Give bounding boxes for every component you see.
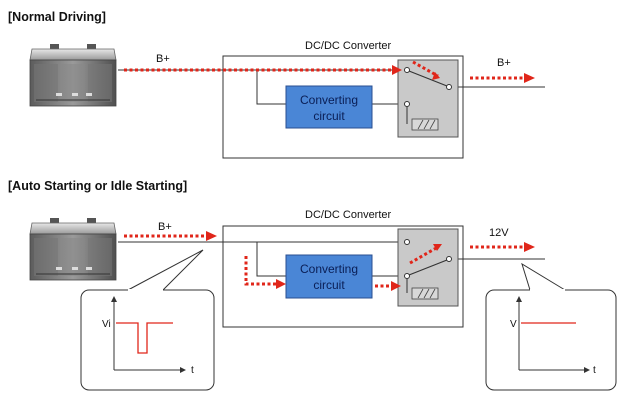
- converter-label-line1: Converting: [300, 93, 358, 107]
- converter-label-line2: circuit: [313, 109, 345, 123]
- y-axis-label: Vi: [102, 319, 111, 330]
- current-flow-arrows: [124, 234, 524, 288]
- input-label: B+: [156, 53, 170, 65]
- current-flow-arrows: [124, 60, 524, 80]
- converting-circuit-block: Converting circuit: [285, 254, 373, 299]
- section-heading: [Auto Starting or Idle Starting]: [8, 179, 187, 193]
- output-label: 12V: [489, 227, 509, 239]
- battery-icon: [29, 218, 117, 281]
- output-label: B+: [497, 57, 511, 69]
- switch-icon: [397, 59, 459, 138]
- normal-driving-section: [Normal Driving] B+ DC/DC Converter Conv…: [8, 10, 545, 159]
- x-axis-label: t: [593, 365, 596, 376]
- auto-starting-section: [Auto Starting or Idle Starting] B+ DC/D…: [8, 179, 617, 391]
- battery-icon: [29, 44, 117, 107]
- output-voltage-graph: V t: [485, 262, 617, 391]
- voltage-dip-waveform: [116, 322, 173, 354]
- section-heading: [Normal Driving]: [8, 10, 106, 24]
- y-axis-label: V: [510, 319, 517, 330]
- converter-box-label: DC/DC Converter: [305, 209, 392, 221]
- input-label: B+: [158, 221, 172, 233]
- converter-box-label: DC/DC Converter: [305, 40, 392, 52]
- converting-circuit-block: Converting circuit: [285, 85, 373, 129]
- x-axis-label: t: [191, 365, 194, 376]
- wiring: [118, 241, 545, 277]
- converter-label-line2: circuit: [313, 278, 345, 292]
- switch-icon: [397, 228, 459, 307]
- fuse-icon: [411, 118, 439, 131]
- fuse-icon: [411, 287, 439, 300]
- converter-label-line1: Converting: [300, 262, 358, 276]
- input-voltage-graph: Vi t: [80, 249, 215, 391]
